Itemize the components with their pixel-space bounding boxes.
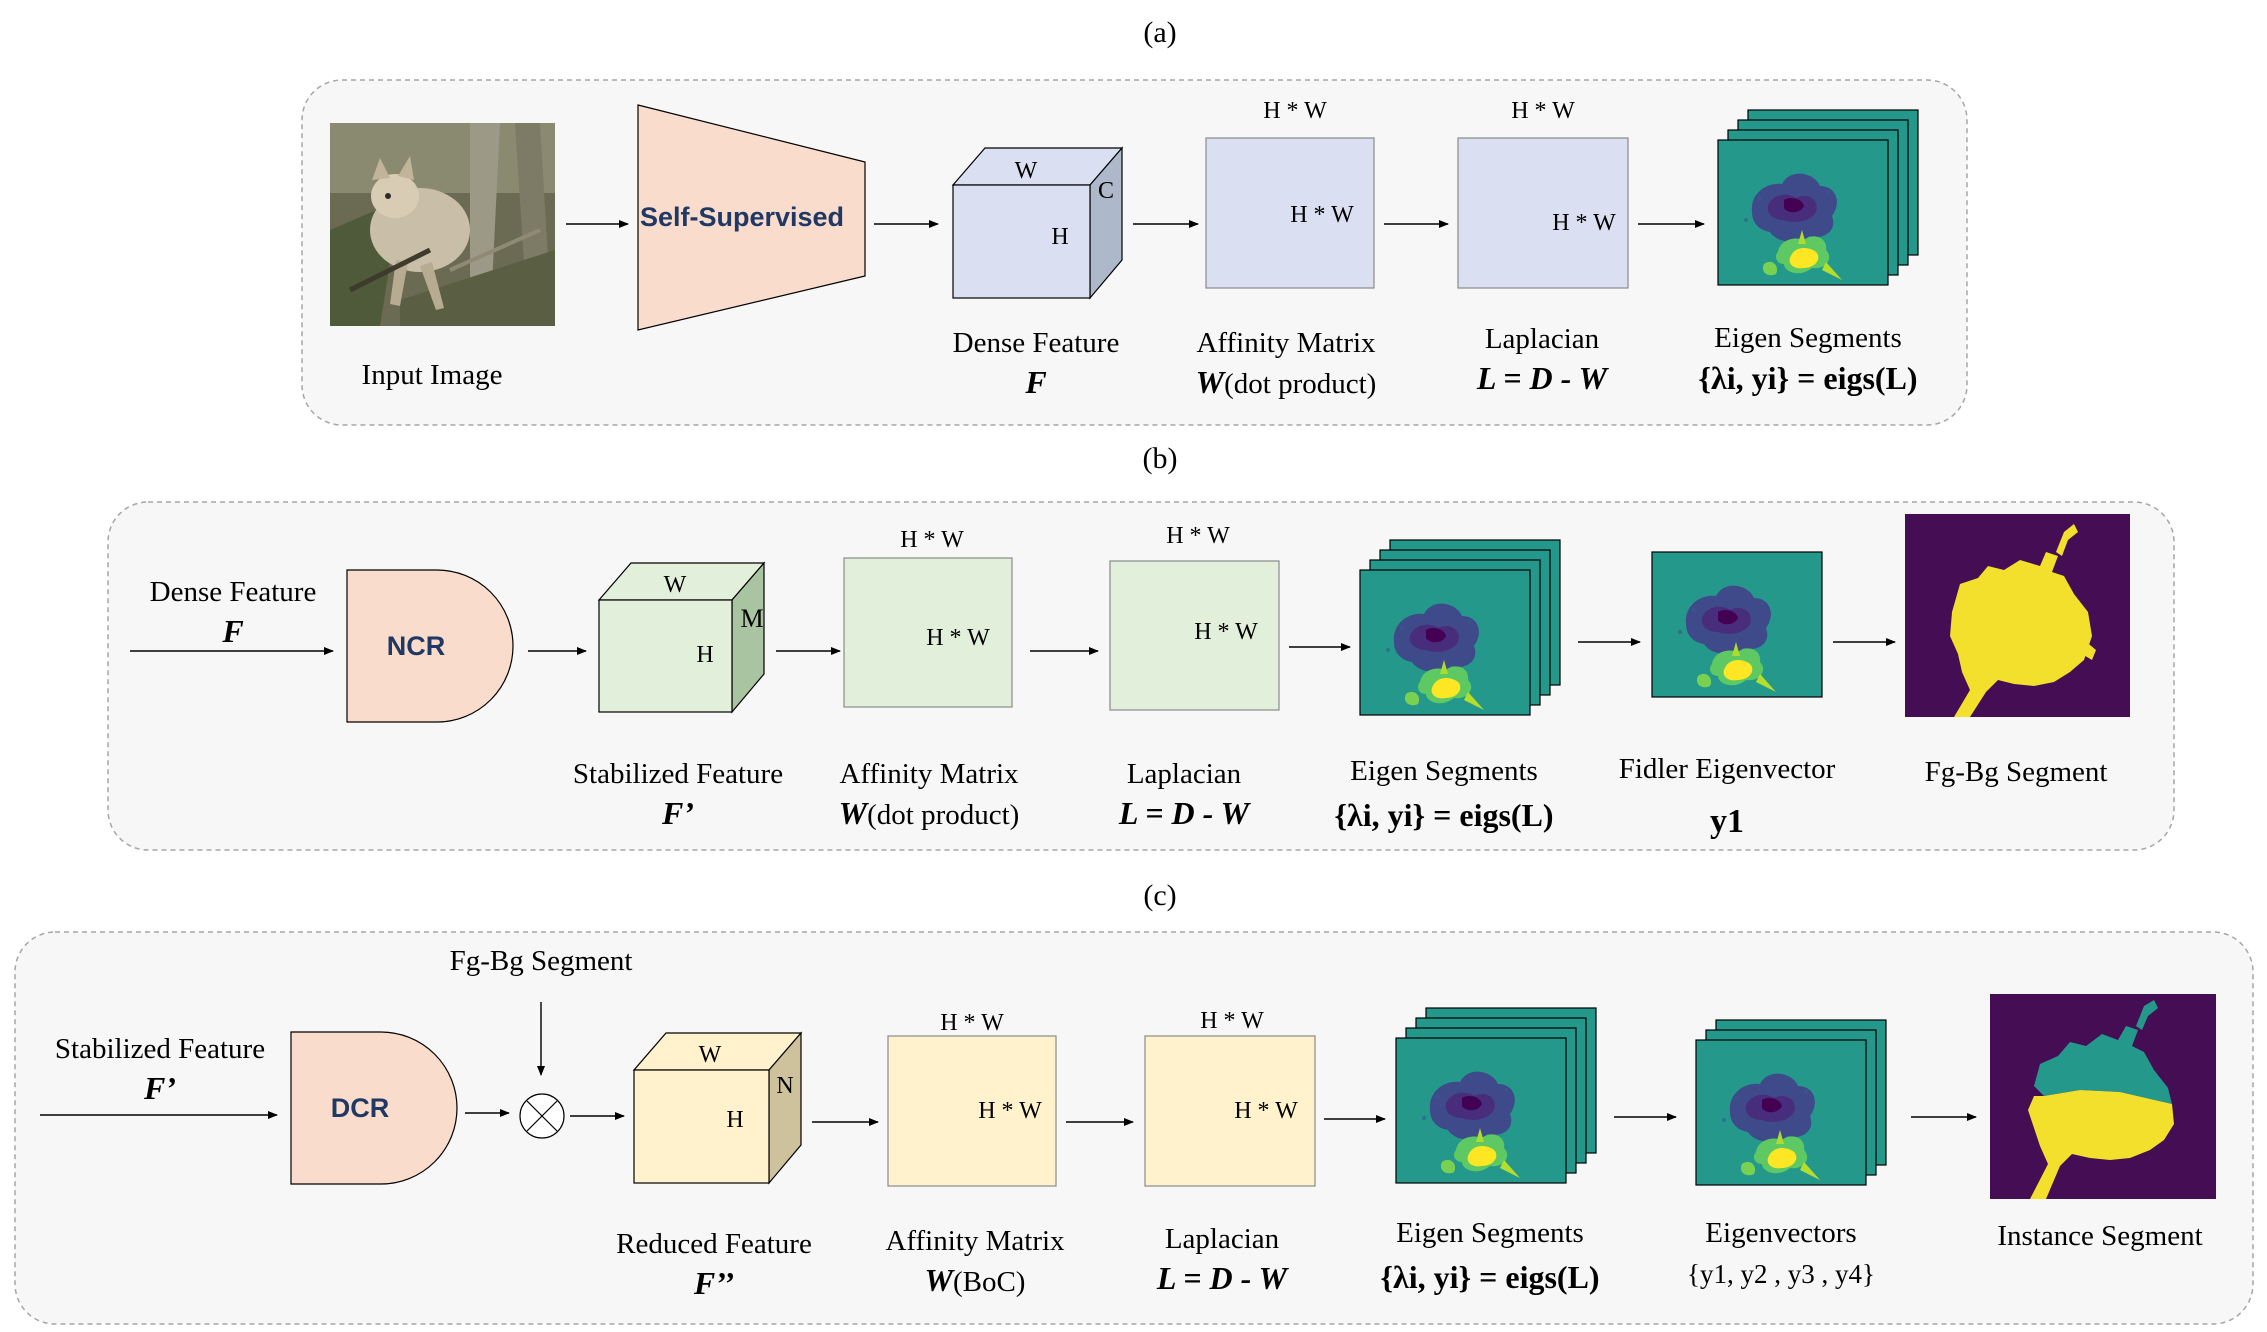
multiply-operator-icon [519, 1093, 565, 1139]
eigen-b-formula: {λi, yi} = eigs(L) [1334, 797, 1553, 833]
eigen-b-label: Eigen Segments [1350, 755, 1538, 787]
instance-segment-image [1990, 994, 2216, 1199]
fiedler-eigenvector-map [1651, 551, 1823, 698]
laplacian-b-dims: H * W [1166, 523, 1230, 549]
eigen-segments-c [1396, 1008, 1596, 1183]
stabilized-feature-label: Stabilized Feature [573, 758, 783, 790]
eigenvectors-formula: {y1, y2 , y3 , y4} [1687, 1259, 1875, 1289]
instance-segment-label: Instance Segment [1997, 1220, 2202, 1252]
dense-feature-input-symbol: F [221, 613, 243, 649]
fg-bg-segment-label: Fg-Bg Segment [1925, 756, 2108, 788]
panel-b-label: (b) [1143, 442, 1178, 475]
self-supervised-encoder [637, 104, 866, 331]
affinity-b-matrix [843, 557, 1013, 708]
laplacian-c-label: Laplacian [1165, 1223, 1280, 1255]
affinity-b-inner: H * W [926, 625, 990, 651]
reduced-feature-label: Reduced Feature [616, 1228, 812, 1260]
cube-c-width-label: W [699, 1042, 722, 1068]
laplacian-a-label: Laplacian [1485, 323, 1600, 355]
affinity-c-dims: H * W [940, 1010, 1004, 1036]
eigenvectors-label: Eigenvectors [1705, 1217, 1856, 1249]
affinity-a-matrix [1205, 137, 1375, 289]
eigen-c-label: Eigen Segments [1396, 1217, 1584, 1249]
cube-a-channel-label: C [1098, 178, 1114, 204]
dense-feature-cube [951, 146, 1124, 300]
laplacian-c-dims: H * W [1200, 1008, 1264, 1034]
laplacian-b-matrix [1109, 560, 1280, 711]
dcr-label: DCR [331, 1093, 390, 1123]
fiedler-symbol: y1 [1710, 803, 1744, 840]
laplacian-b-label: Laplacian [1127, 758, 1242, 790]
stabilized-feature-input-label: Stabilized Feature [55, 1033, 265, 1065]
stabilized-feature-input-symbol: F’ [143, 1070, 176, 1106]
input-image-label: Input Image [362, 359, 503, 391]
eigen-c-formula: {λi, yi} = eigs(L) [1380, 1259, 1599, 1295]
panel-c-label: (c) [1143, 879, 1176, 912]
ncr-module [346, 569, 514, 723]
affinity-c-formula: W(BoC) [925, 1262, 1026, 1298]
cube-a-height-label: H [1051, 224, 1068, 250]
laplacian-a-formula: L = D - W [1476, 360, 1610, 396]
affinity-a-formula: W(dot product) [1196, 364, 1377, 400]
encoder-label: Self-Supervised [640, 202, 844, 232]
laplacian-b-inner: H * W [1194, 619, 1258, 645]
dcr-module [290, 1031, 458, 1185]
eigenvectors-stack [1695, 1019, 1887, 1186]
reduced-feature-symbol: F’’ [693, 1265, 734, 1301]
laplacian-b-formula: L = D - W [1118, 795, 1252, 831]
laplacian-a-dims: H * W [1511, 98, 1575, 124]
affinity-b-formula: W(dot product) [839, 795, 1020, 831]
cube-a-width-label: W [1015, 158, 1038, 184]
laplacian-a-inner: H * W [1552, 210, 1616, 236]
cube-b-width-label: W [664, 572, 687, 598]
reduced-feature-cube [632, 1031, 803, 1185]
affinity-b-dims: H * W [900, 527, 964, 553]
eigen-segments-a [1718, 110, 1918, 285]
fg-bg-segment-image [1905, 514, 2130, 717]
stabilized-feature-cube [597, 561, 766, 714]
affinity-b-label: Affinity Matrix [839, 758, 1019, 790]
eigen-segments-b [1360, 540, 1560, 715]
cube-c-channel-label: N [776, 1073, 793, 1099]
affinity-c-matrix [887, 1035, 1057, 1187]
laplacian-c-inner: H * W [1234, 1098, 1298, 1124]
fg-bg-mask-label: Fg-Bg Segment [450, 945, 633, 977]
affinity-a-dims: H * W [1263, 98, 1327, 124]
affinity-a-label: Affinity Matrix [1196, 327, 1376, 359]
affinity-c-inner: H * W [978, 1098, 1042, 1124]
ncr-label: NCR [387, 631, 446, 661]
panel-c-frame [14, 931, 2254, 1325]
dense-feature-symbol: F [1024, 364, 1046, 400]
eigen-a-formula: {λi, yi} = eigs(L) [1698, 360, 1917, 396]
laplacian-c-formula: L = D - W [1156, 1260, 1290, 1296]
eigen-a-label: Eigen Segments [1714, 322, 1902, 354]
dense-feature-label: Dense Feature [953, 327, 1120, 359]
laplacian-a-matrix [1457, 137, 1629, 289]
dense-feature-input-label: Dense Feature [150, 576, 317, 608]
stabilized-feature-symbol: F’ [661, 795, 694, 831]
panel-a-label: (a) [1143, 16, 1176, 49]
affinity-c-label: Affinity Matrix [885, 1225, 1065, 1257]
cube-b-height-label: H [696, 642, 713, 668]
laplacian-c-matrix [1144, 1035, 1316, 1187]
cube-c-height-label: H [726, 1107, 743, 1133]
fiedler-label: Fidler Eigenvector [1619, 753, 1836, 785]
cube-b-channel-label: M [740, 604, 763, 633]
affinity-a-inner: H * W [1290, 202, 1354, 228]
input-image [330, 123, 555, 326]
